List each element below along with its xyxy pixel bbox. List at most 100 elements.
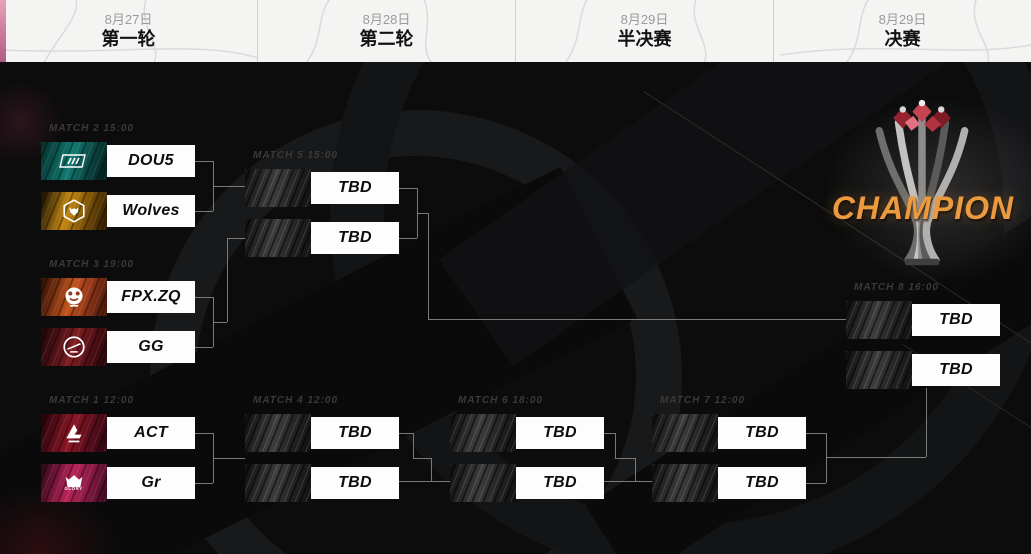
schedule-header: 8月27日 第一轮 8月28日 第二轮 8月29日 半决赛 8月29日 决赛 xyxy=(0,0,1031,62)
match-4: MATCH 4 12:00 TBD TBD xyxy=(245,394,399,502)
connector-line xyxy=(195,433,213,434)
team-slot-gg[interactable]: GG xyxy=(41,328,195,366)
team-slot-tbd[interactable]: TBD xyxy=(652,414,806,452)
team-slot-tbd[interactable]: TBD xyxy=(245,464,399,502)
connector-line xyxy=(615,458,635,459)
tbd-logo-placeholder xyxy=(245,219,311,257)
round-date: 8月29日 xyxy=(620,12,669,27)
match-label: MATCH 1 12:00 xyxy=(49,395,135,406)
tbd-logo-placeholder xyxy=(846,301,912,339)
round-title: 决赛 xyxy=(884,29,921,49)
round-title: 第二轮 xyxy=(359,29,414,49)
tbd-logo-placeholder xyxy=(450,464,516,502)
tbd-logo-placeholder xyxy=(245,414,311,452)
team-slot-tbd[interactable]: TBD xyxy=(652,464,806,502)
gg-logo-icon xyxy=(41,328,107,366)
team-slot-tbd[interactable]: TBD xyxy=(245,219,399,257)
connector-line xyxy=(213,458,245,459)
connector-line xyxy=(615,433,616,458)
header-left-accent xyxy=(0,0,6,62)
connector-line xyxy=(604,481,652,482)
header-semifinal: 8月29日 半决赛 xyxy=(515,0,773,62)
connector-line xyxy=(413,433,414,458)
match-1: MATCH 1 12:00 ACT GLORY Gr xyxy=(41,394,195,502)
glory-logo-word: GLORY xyxy=(64,485,84,491)
connector-line xyxy=(428,319,846,320)
connector-line xyxy=(926,388,927,457)
champion-title: CHAMPION xyxy=(831,190,1015,226)
connector-line xyxy=(826,433,827,483)
team-name: Wolves xyxy=(107,195,195,227)
team-slot-wolves[interactable]: Wolves xyxy=(41,192,195,230)
round-title: 半决赛 xyxy=(617,29,672,49)
team-slot-fpxzq[interactable]: FPX.ZQ xyxy=(41,278,195,316)
connector-line xyxy=(195,347,213,348)
team-name: Gr xyxy=(107,467,195,499)
team-slot-dou5[interactable]: DOU5 xyxy=(41,142,195,180)
team-slot-gr[interactable]: GLORY Gr xyxy=(41,464,195,502)
dou5-logo-icon xyxy=(41,142,107,180)
round-date: 8月28日 xyxy=(362,12,411,27)
match-8-final: MATCH 8 16:00 TBD TBD xyxy=(846,281,1000,389)
team-slot-tbd[interactable]: TBD xyxy=(450,414,604,452)
connector-line xyxy=(195,297,213,298)
connector-line xyxy=(413,458,431,459)
team-name: TBD xyxy=(516,417,604,449)
connector-line xyxy=(213,322,227,323)
team-slot-tbd[interactable]: TBD xyxy=(846,301,1000,339)
connector-line xyxy=(635,458,636,481)
match-label: MATCH 5 15:00 xyxy=(253,150,339,161)
round-title: 第一轮 xyxy=(101,29,156,49)
tbd-logo-placeholder xyxy=(652,414,718,452)
connector-line xyxy=(399,238,417,239)
team-name: FPX.ZQ xyxy=(107,281,195,313)
match-label: MATCH 2 15:00 xyxy=(49,123,135,134)
match-2: MATCH 2 15:00 DOU5 Wolves xyxy=(41,122,195,230)
connector-line xyxy=(604,433,615,434)
team-slot-tbd[interactable]: TBD xyxy=(450,464,604,502)
team-slot-tbd[interactable]: TBD xyxy=(245,414,399,452)
match-6: MATCH 6 18:00 TBD TBD xyxy=(450,394,604,502)
connector-line xyxy=(417,213,428,214)
connector-line xyxy=(195,161,213,162)
header-round-2: 8月28日 第二轮 xyxy=(257,0,515,62)
connector-line xyxy=(213,186,245,187)
glory-logo-icon: GLORY xyxy=(41,464,107,502)
connector-line xyxy=(227,238,245,239)
match-5: MATCH 5 15:00 TBD TBD xyxy=(245,149,399,257)
fpxzq-logo-icon xyxy=(41,278,107,316)
header-final: 8月29日 决赛 xyxy=(773,0,1031,62)
team-name: TBD xyxy=(718,417,806,449)
tbd-logo-placeholder xyxy=(450,414,516,452)
team-name: GG xyxy=(107,331,195,363)
match-label: MATCH 8 16:00 xyxy=(854,282,940,293)
connector-line xyxy=(399,433,413,434)
connector-line xyxy=(227,238,228,322)
connector-line xyxy=(806,433,826,434)
match-3: MATCH 3 19:00 FPX.ZQ GG xyxy=(41,258,195,366)
connector-line xyxy=(399,188,417,189)
connector-line xyxy=(806,483,826,484)
team-name: TBD xyxy=(912,354,1000,386)
connector-line xyxy=(399,481,450,482)
act-logo-icon xyxy=(41,414,107,452)
team-name: TBD xyxy=(912,304,1000,336)
team-name: TBD xyxy=(718,467,806,499)
round-date: 8月29日 xyxy=(878,12,927,27)
tbd-logo-placeholder xyxy=(652,464,718,502)
champion-trophy-icon xyxy=(875,99,969,266)
team-name: DOU5 xyxy=(107,145,195,177)
match-7: MATCH 7 12:00 TBD TBD xyxy=(652,394,806,502)
connector-line xyxy=(826,457,926,458)
connector-line xyxy=(428,213,429,319)
team-name: TBD xyxy=(311,222,399,254)
match-label: MATCH 4 12:00 xyxy=(253,395,339,406)
tbd-logo-placeholder xyxy=(846,351,912,389)
team-slot-act[interactable]: ACT xyxy=(41,414,195,452)
wolves-logo-icon xyxy=(41,192,107,230)
team-slot-tbd[interactable]: TBD xyxy=(846,351,1000,389)
team-slot-tbd[interactable]: TBD xyxy=(245,169,399,207)
match-label: MATCH 7 12:00 xyxy=(660,395,746,406)
team-name: TBD xyxy=(311,172,399,204)
